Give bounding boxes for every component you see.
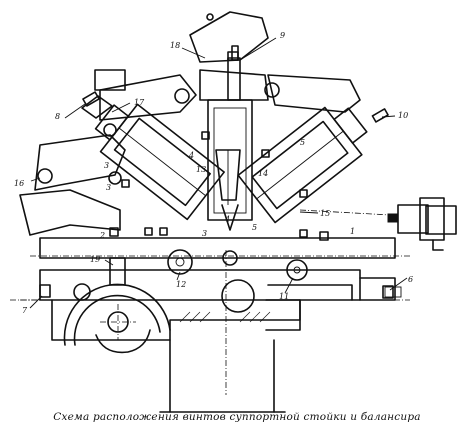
callouts: 18 9 17 8 10 5 4 3 16 3 13 14 4 3 5 15 2… bbox=[14, 31, 413, 315]
callout-12: 12 bbox=[176, 280, 186, 289]
leader-lines bbox=[29, 37, 408, 309]
callout-2: 2 bbox=[99, 231, 105, 240]
screw-1 bbox=[319, 231, 329, 241]
screw-2 bbox=[109, 227, 119, 237]
machine-base bbox=[20, 237, 410, 413]
callout-17: 17 bbox=[134, 98, 145, 107]
callout-15: 15 bbox=[320, 209, 330, 218]
left-levers bbox=[19, 95, 126, 236]
callout-11: 11 bbox=[279, 292, 289, 301]
screws bbox=[39, 51, 394, 299]
callout-9: 9 bbox=[280, 31, 285, 40]
callout-3b: 3 bbox=[106, 183, 111, 192]
left-carriage bbox=[94, 103, 225, 221]
callout-1: 1 bbox=[350, 227, 355, 236]
callout-18: 18 bbox=[170, 41, 180, 50]
callout-4: 4 bbox=[188, 151, 194, 160]
screw-6 bbox=[382, 285, 394, 299]
callout-10: 10 bbox=[398, 111, 408, 120]
callout-5b: 5 bbox=[252, 223, 257, 232]
callout-3: 3 bbox=[104, 161, 109, 170]
callout-8: 8 bbox=[55, 112, 60, 121]
figure-caption: Схема расположения винтов суппортной сто… bbox=[53, 411, 421, 423]
screw-7 bbox=[39, 284, 51, 298]
callout-14: 14 bbox=[258, 169, 268, 178]
screw-8 bbox=[82, 91, 100, 107]
callout-4b: 4 bbox=[224, 215, 230, 224]
right-carriage bbox=[237, 106, 368, 224]
flywheel bbox=[63, 283, 171, 354]
screw-9 bbox=[227, 51, 239, 61]
callout-13: 13 bbox=[196, 165, 206, 174]
callout-3c: 3 bbox=[202, 229, 207, 238]
callout-19: 19 bbox=[90, 255, 100, 264]
right-bracket bbox=[265, 277, 402, 331]
center-lines bbox=[10, 209, 410, 301]
screw-10 bbox=[371, 108, 389, 123]
callout-16: 16 bbox=[14, 179, 24, 188]
feed-unit bbox=[387, 197, 457, 251]
callout-7: 7 bbox=[22, 306, 28, 315]
shafts bbox=[73, 249, 308, 313]
callout-5: 5 bbox=[300, 138, 305, 147]
callout-6: 6 bbox=[408, 275, 413, 284]
